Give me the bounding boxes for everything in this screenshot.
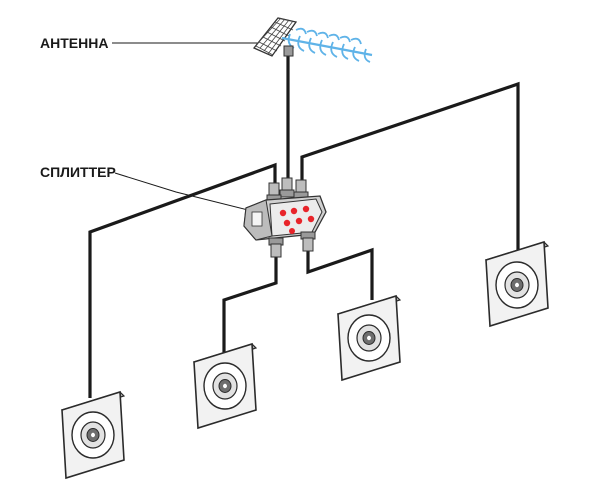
tv-socket-3 <box>336 294 402 382</box>
splitter-output-connector-bottom-left <box>268 237 284 258</box>
splitter-label: СПЛИТТЕР <box>40 164 116 180</box>
cable-socket-3 <box>306 242 374 300</box>
antenna-boom <box>281 36 373 57</box>
antenna <box>252 17 373 63</box>
tv-socket-1 <box>60 390 126 480</box>
splitter <box>243 177 327 258</box>
antenna-directors <box>287 27 371 63</box>
cable-socket-2 <box>222 240 278 355</box>
cable-socket-1 <box>88 162 277 398</box>
splitter-input-connector <box>279 177 295 198</box>
tv-socket-2 <box>192 342 258 430</box>
splitter-output-connector-top-right <box>293 179 309 200</box>
cables <box>88 55 520 398</box>
splitter-output-connector-bottom-right <box>300 231 316 252</box>
antenna-reflector <box>252 17 298 57</box>
antenna-label: АНТЕННА <box>40 35 108 51</box>
tv-socket-4 <box>484 240 550 328</box>
cable-socket-4 <box>300 81 520 255</box>
antenna-mount <box>283 45 294 57</box>
splitter-leader-line <box>114 172 257 213</box>
splitter-dots <box>279 205 315 234</box>
